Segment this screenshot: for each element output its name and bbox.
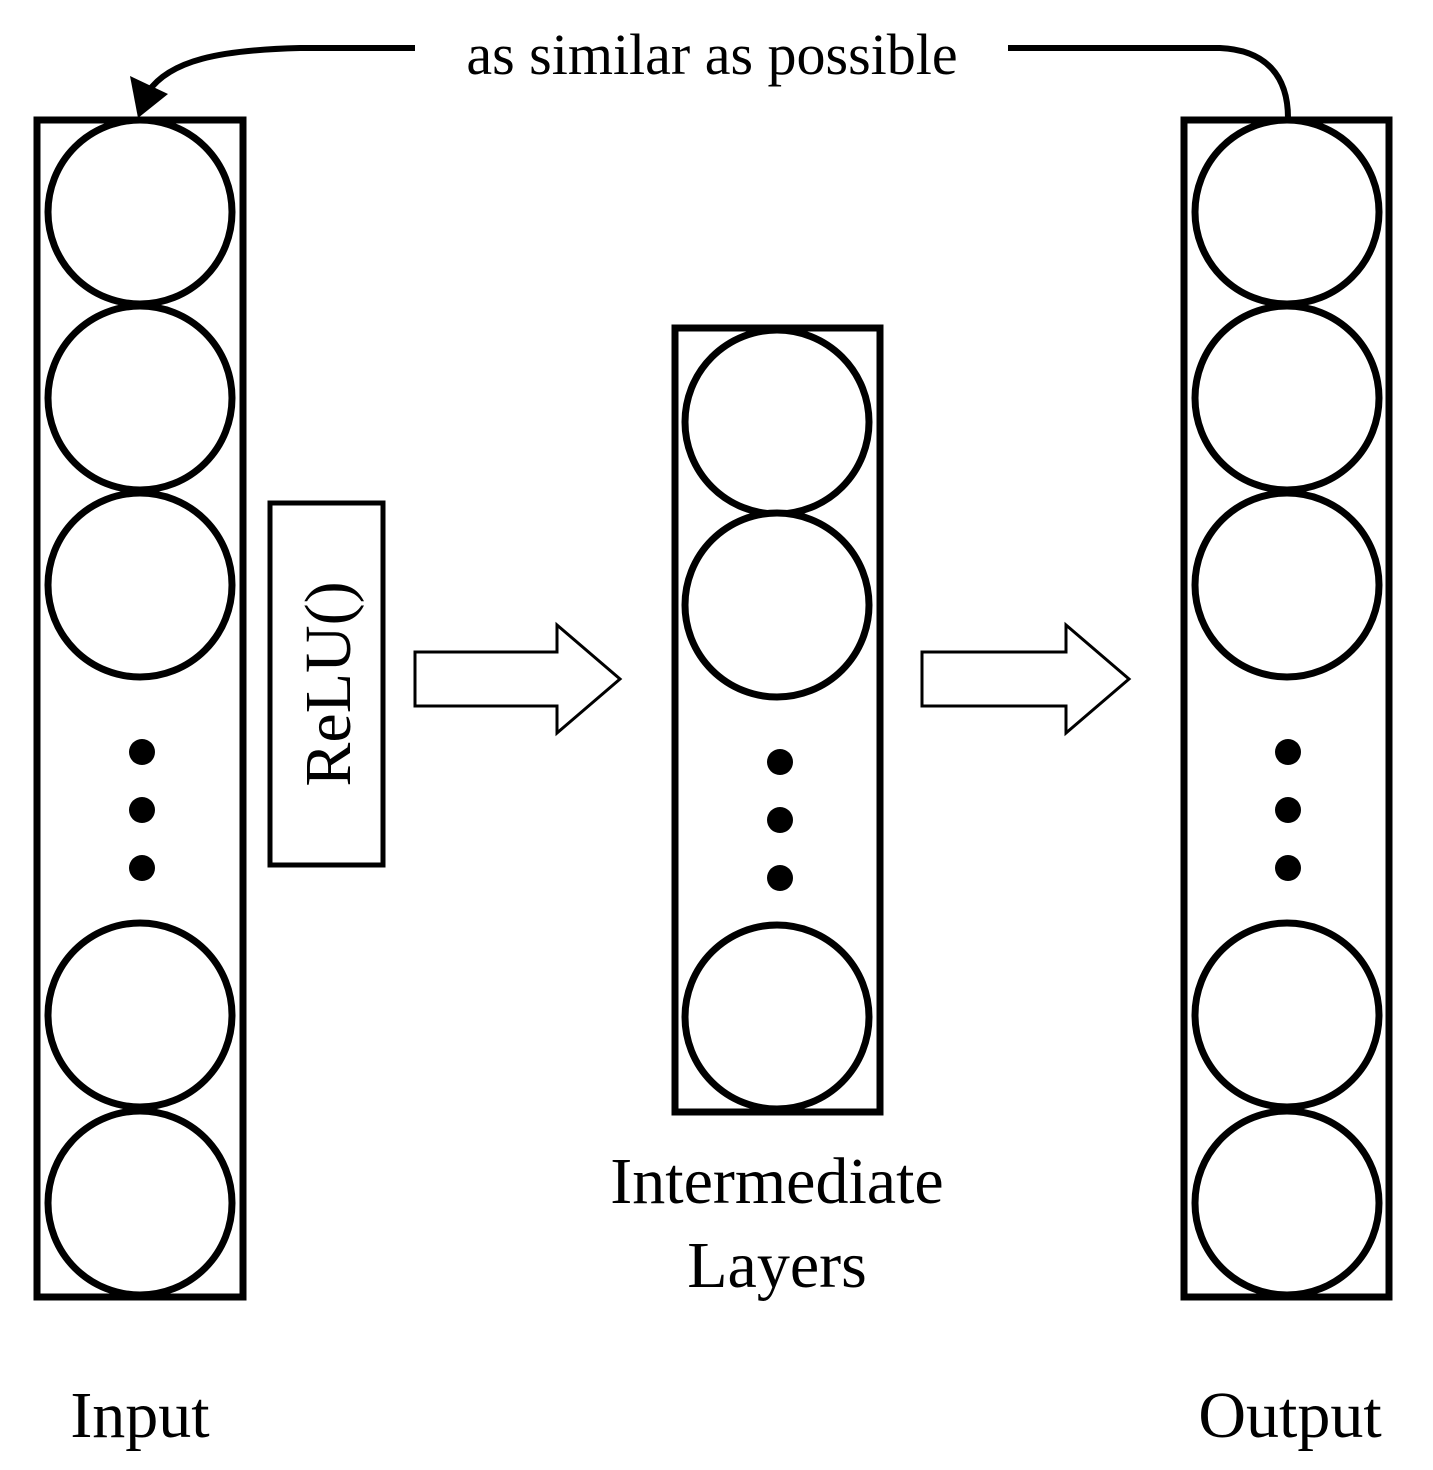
intermediate-neuron xyxy=(681,921,873,1113)
feedback-arrowhead xyxy=(130,76,168,118)
ellipsis-dot xyxy=(129,739,155,765)
output-neuron xyxy=(1191,919,1383,1111)
ellipsis-dot xyxy=(767,749,793,775)
input-neuron xyxy=(44,1107,236,1299)
ellipsis-dot xyxy=(767,807,793,833)
feedback-label: as similar as possible xyxy=(466,22,957,87)
intermediate-layer xyxy=(671,324,884,1116)
intermediate-label-line1: Intermediate xyxy=(610,1145,943,1218)
ellipsis-dot xyxy=(1275,739,1301,765)
output-neuron xyxy=(1191,302,1383,494)
feedback-arrow-left-segment xyxy=(145,45,415,94)
similarity-feedback-arrow: as similar as possible xyxy=(130,22,1291,119)
feedback-arrow-right-segment xyxy=(1008,45,1291,119)
activation-box xyxy=(267,500,386,868)
flow-arrow-intermediate-to-output xyxy=(920,621,1132,737)
input-layer xyxy=(33,116,247,1301)
intermediate-neuron xyxy=(681,509,873,701)
output-neuron xyxy=(1191,1107,1383,1299)
output-neuron xyxy=(1191,116,1383,308)
ellipsis-dot xyxy=(767,865,793,891)
output-neuron xyxy=(1191,489,1383,681)
output-label: Output xyxy=(1198,1379,1381,1452)
input-label: Input xyxy=(70,1379,209,1452)
ellipsis-dot xyxy=(1275,855,1301,881)
input-neuron xyxy=(44,489,236,681)
activation-label: ReLU() xyxy=(292,581,365,786)
ellipsis-dot xyxy=(1275,797,1301,823)
intermediate-neuron xyxy=(681,326,873,518)
ellipsis-dot xyxy=(129,855,155,881)
output-layer xyxy=(1180,116,1393,1301)
input-neuron xyxy=(44,919,236,1111)
ellipsis-dot xyxy=(129,797,155,823)
input-neuron xyxy=(44,302,236,494)
flow-arrow-input-to-intermediate xyxy=(413,621,623,737)
activation-function: ReLU() xyxy=(267,500,386,868)
input-neuron xyxy=(44,116,236,308)
intermediate-label-line2: Layers xyxy=(687,1229,867,1302)
